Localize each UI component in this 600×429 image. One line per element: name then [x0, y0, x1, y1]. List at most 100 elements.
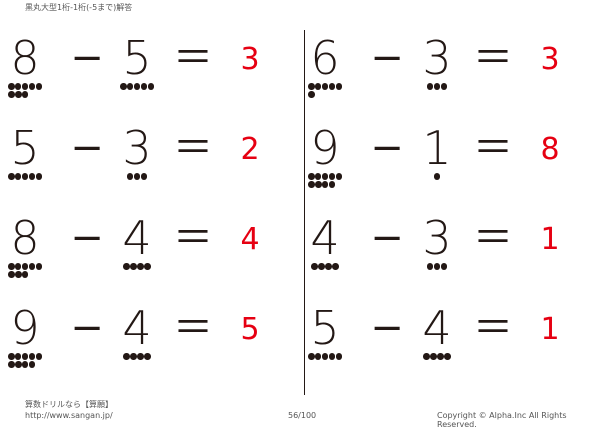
dot: [35, 173, 42, 180]
dot: [126, 83, 134, 90]
minuend: 8: [10, 211, 40, 265]
dot: [308, 173, 315, 180]
dot: [21, 173, 29, 180]
dot: [14, 263, 22, 270]
counting-dots: [417, 173, 457, 181]
dot: [21, 263, 29, 270]
dot: [335, 83, 342, 90]
counting-dots: [117, 173, 157, 181]
dot: [308, 353, 315, 360]
dot: [133, 83, 141, 90]
dot: [321, 173, 329, 180]
equals-sign: ＝: [173, 125, 213, 171]
equals-sign: ＝: [173, 305, 213, 351]
dot: [8, 361, 15, 368]
dot: [130, 263, 137, 270]
counting-dots: [117, 263, 157, 271]
dot: [433, 83, 441, 90]
dot: [8, 263, 15, 270]
dot: [328, 173, 336, 180]
answer: 2: [240, 132, 260, 167]
dot: [28, 83, 36, 90]
dot: [137, 353, 144, 360]
dot: [120, 83, 127, 90]
answer: 4: [240, 222, 260, 257]
equals-sign: ＝: [173, 215, 213, 261]
dot: [137, 263, 144, 270]
counting-dots: [5, 263, 45, 279]
answer: 1: [540, 222, 560, 257]
dot: [130, 353, 137, 360]
dot: [8, 353, 15, 360]
dot: [440, 83, 448, 90]
dot: [15, 271, 22, 278]
dot: [15, 91, 22, 98]
minus-sign: −: [70, 35, 104, 81]
subtrahend: 3: [422, 211, 452, 265]
counting-dots: [305, 83, 345, 99]
dot: [35, 353, 42, 360]
counting-dots: [117, 83, 157, 91]
subtrahend: 3: [122, 121, 152, 175]
minus-sign: −: [70, 215, 104, 261]
subtrahend: 4: [122, 211, 152, 265]
column-divider: [304, 30, 305, 395]
answer: 3: [240, 42, 260, 77]
dot: [308, 181, 315, 188]
footer-brand: 算数ドリルなら【算願】: [25, 400, 113, 409]
minuend: 5: [310, 301, 340, 355]
problem: 5 − 4 ＝ 1: [305, 305, 595, 385]
answer: 3: [540, 42, 560, 77]
dot: [314, 83, 322, 90]
dot: [314, 173, 322, 180]
subtrahend: 3: [422, 31, 452, 85]
dot: [144, 353, 151, 360]
counting-dots: [417, 263, 457, 271]
dot: [335, 353, 342, 360]
dot: [311, 263, 318, 270]
counting-dots: [5, 353, 45, 369]
page-title: 黒丸大型1桁-1桁(-5まで)解答: [25, 3, 133, 12]
minus-sign: −: [70, 305, 104, 351]
minus-sign: −: [370, 305, 404, 351]
equals-sign: ＝: [473, 125, 513, 171]
counting-dots: [305, 173, 345, 189]
footer-url[interactable]: http://www.sangan.jp/: [25, 411, 113, 420]
problem: 8 − 4 ＝ 4: [5, 215, 295, 295]
minuend: 8: [10, 31, 40, 85]
dot: [440, 263, 448, 270]
answer: 5: [240, 312, 260, 347]
counting-dots: [117, 353, 157, 361]
dot: [21, 353, 29, 360]
minuend: 5: [10, 121, 40, 175]
problem: 9 − 4 ＝ 5: [5, 305, 295, 385]
equals-sign: ＝: [473, 35, 513, 81]
dot: [28, 353, 36, 360]
problem: 4 − 3 ＝ 1: [305, 215, 595, 295]
subtrahend: 4: [122, 301, 152, 355]
dot: [325, 263, 332, 270]
dot: [308, 83, 315, 90]
minuend: 9: [310, 121, 340, 175]
dot: [21, 271, 29, 278]
dot: [8, 173, 15, 180]
subtrahend: 5: [122, 31, 152, 85]
dot: [147, 83, 154, 90]
dot: [433, 263, 441, 270]
dot: [35, 83, 42, 90]
dot: [123, 263, 130, 270]
dot: [8, 271, 15, 278]
dot: [444, 353, 451, 360]
equals-sign: ＝: [473, 305, 513, 351]
minus-sign: −: [370, 215, 404, 261]
dot: [35, 263, 42, 270]
dot: [426, 83, 434, 90]
dot: [14, 83, 22, 90]
dot: [318, 263, 325, 270]
counting-dots: [305, 263, 345, 271]
dot: [14, 353, 22, 360]
dot: [328, 83, 336, 90]
problem: 6 − 3 ＝ 3: [305, 35, 595, 115]
counting-dots: [5, 173, 45, 181]
problem: 8 − 5 ＝ 3: [5, 35, 295, 115]
